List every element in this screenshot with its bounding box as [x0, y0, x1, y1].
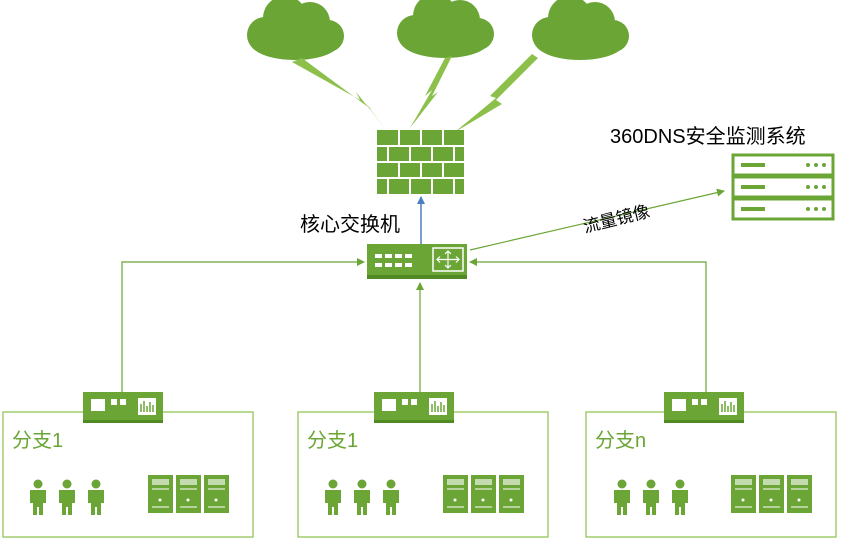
branch-n-link — [469, 258, 707, 392]
dns-monitor-server-icon — [731, 153, 835, 221]
users-icon — [30, 479, 688, 515]
lightning-bolt-icon — [292, 54, 538, 132]
internet-cloud-icon — [247, 0, 629, 60]
branch-switch-icon — [373, 391, 455, 424]
firewall-icon — [377, 130, 464, 194]
branch-label: 分支1 — [12, 430, 64, 452]
server-rack-icon — [148, 475, 812, 513]
dns-monitor-label: 360DNS安全监测系统 — [610, 126, 806, 148]
branch-1-link — [121, 258, 365, 392]
branch-switch-icon — [82, 391, 164, 424]
branch-label: 分支n — [595, 430, 647, 452]
core-switch-icon — [367, 244, 467, 279]
core-switch-label: 核心交换机 — [300, 214, 400, 236]
mirror-arrow — [469, 188, 725, 251]
branch-label: 分支1 — [307, 430, 359, 452]
branch-switch-icon — [663, 391, 745, 424]
